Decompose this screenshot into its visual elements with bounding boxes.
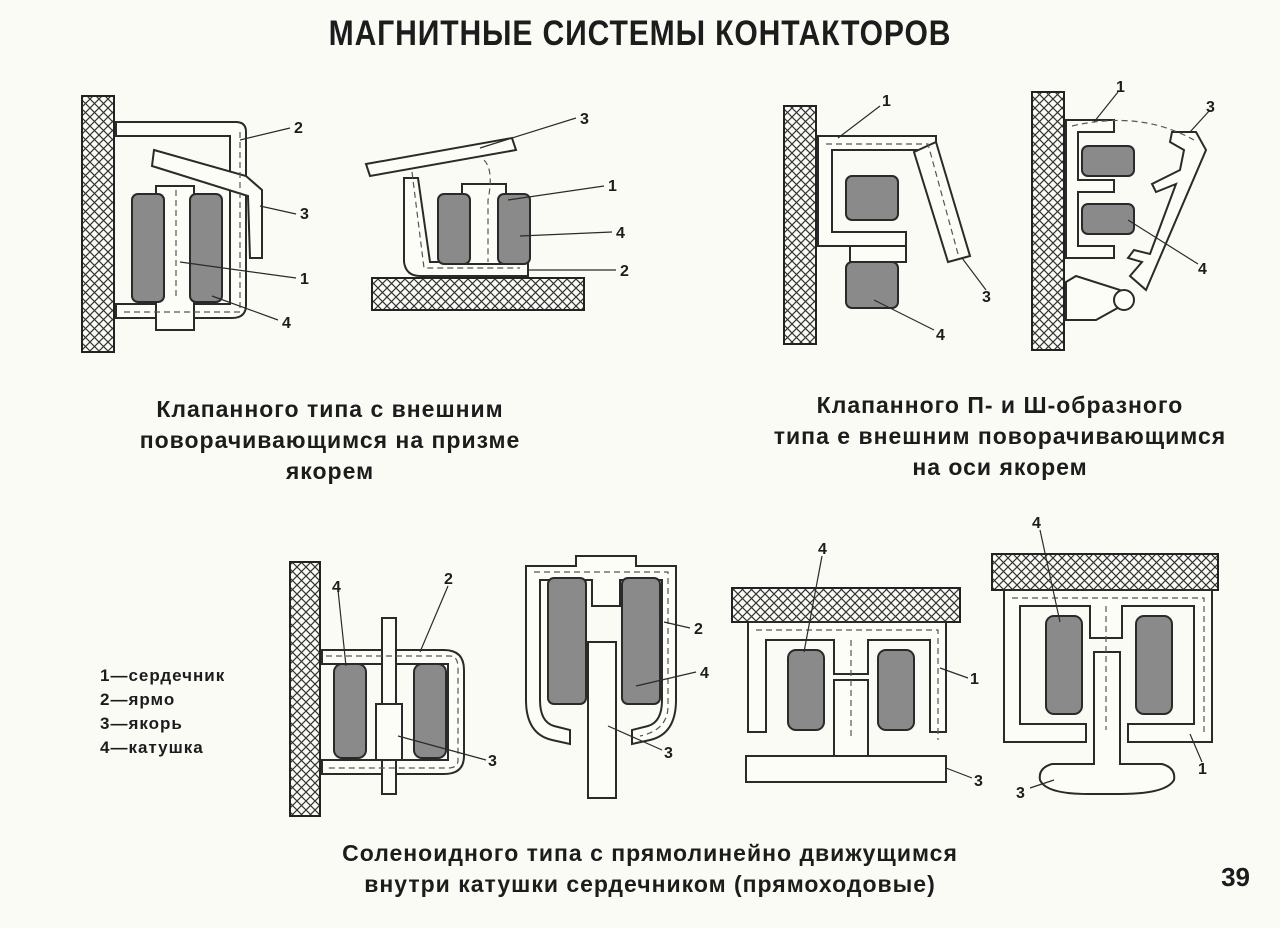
coil-right	[877, 649, 915, 731]
label: 1	[882, 93, 891, 110]
label: 3	[580, 111, 589, 128]
diagram-solenoid-4: 4 1 3	[991, 515, 1219, 802]
coil-left	[1045, 615, 1083, 715]
axis-pivot	[1113, 289, 1135, 311]
armature	[912, 140, 972, 264]
label: 3	[300, 206, 309, 223]
coil-right	[621, 577, 661, 705]
label: 4	[332, 579, 341, 596]
yoke	[321, 649, 465, 775]
diagram-valve-prism-1: 2 3 1 4	[81, 95, 309, 353]
coil-right	[1135, 615, 1173, 715]
label: 1	[1116, 79, 1125, 96]
label: 4	[1198, 261, 1207, 278]
label: 3	[974, 773, 983, 790]
yoke	[747, 621, 947, 733]
coil-left	[131, 193, 165, 303]
armature	[375, 703, 403, 761]
coil-lower	[1081, 203, 1135, 235]
label: 2	[620, 263, 629, 280]
legend-item: 2—ярмо	[100, 690, 176, 709]
diagram-valve-axis-p: 1 3 4	[783, 93, 991, 345]
caption-valve-axis: Клапанного П- и Ш-образного типа е внешн…	[760, 390, 1240, 483]
armature	[364, 136, 518, 178]
label: 2	[294, 120, 303, 137]
armature	[587, 641, 617, 799]
base-plate	[371, 277, 585, 311]
coil-right	[189, 193, 223, 303]
label: 4	[936, 327, 945, 344]
caption-line: внутри катушки сердечником (прямоходовые…	[364, 871, 936, 897]
label: 3	[982, 289, 991, 306]
page-title: МАГНИТНЫЕ СИСТЕМЫ КОНТАКТОРОВ	[328, 14, 952, 53]
label: 1	[970, 671, 979, 688]
coil-left	[333, 663, 367, 759]
legend-item: 3—якорь	[100, 714, 183, 733]
coil-upper	[845, 175, 899, 221]
legend-item: 4—катушка	[100, 738, 204, 757]
label: 4	[616, 225, 625, 242]
armature	[150, 148, 263, 259]
mounting-wall	[289, 561, 321, 817]
coil-lower	[845, 261, 899, 309]
label: 1	[1198, 761, 1207, 778]
mounting-wall	[1031, 91, 1065, 351]
diagram-valve-prism-2: 3 1 4 2	[364, 111, 629, 311]
diagram-solenoid-1: 4 2 3	[289, 561, 497, 817]
label: 3	[488, 753, 497, 770]
label: 4	[818, 541, 827, 558]
core	[849, 245, 907, 263]
label: 1	[608, 178, 617, 195]
caption-valve-prism: Клапанного типа с внешним поворачивающим…	[120, 394, 540, 487]
caption-line: Соленоидного типа с прямолинейно движущи…	[342, 840, 958, 866]
label: 4	[700, 665, 709, 682]
caption-line: поворачивающимся на призме	[139, 427, 521, 453]
armature	[745, 679, 947, 783]
yoke	[525, 555, 677, 746]
caption-line: на оси якорем	[912, 454, 1088, 480]
caption-solenoid: Соленоидного типа с прямолинейно движущи…	[300, 838, 1000, 900]
label: 3	[1016, 785, 1025, 802]
diagram-solenoid-3: 4 1 3	[731, 541, 983, 790]
caption-line: Клапанного П- и Ш-образного	[816, 392, 1184, 418]
mounting-wall	[783, 105, 817, 345]
armature	[1126, 131, 1208, 292]
armature	[1038, 651, 1176, 795]
label: 1	[300, 271, 309, 288]
coil-right	[497, 193, 531, 265]
coil-left	[787, 649, 825, 731]
mounting-ceiling	[731, 587, 961, 623]
label: 3	[1206, 99, 1215, 116]
mounting-wall	[81, 95, 115, 353]
label: 3	[664, 745, 673, 762]
caption-line: якорем	[285, 458, 375, 484]
legend-item: 1—сердечник	[100, 666, 226, 685]
legend: 1—сердечник 2—ярмо 3—якорь 4—катушка	[100, 664, 225, 760]
mounting-ceiling	[991, 553, 1219, 591]
page-number: 39	[1221, 862, 1250, 892]
diagram-valve-axis-sh: 1 3 4	[1031, 79, 1215, 351]
caption-line: Клапанного типа с внешним	[156, 396, 504, 422]
coil-right	[413, 663, 447, 759]
label: 2	[444, 571, 453, 588]
yoke	[1003, 589, 1213, 743]
label: 2	[694, 621, 703, 638]
coil-upper	[1081, 145, 1135, 177]
diagram-solenoid-2: 2 4 3	[525, 555, 709, 799]
yoke	[1065, 119, 1115, 259]
label: 4	[282, 315, 291, 332]
coil-left	[437, 193, 471, 265]
coil-left	[547, 577, 587, 705]
label: 4	[1032, 515, 1041, 532]
caption-line: типа е внешним поворачивающимся	[773, 423, 1227, 449]
